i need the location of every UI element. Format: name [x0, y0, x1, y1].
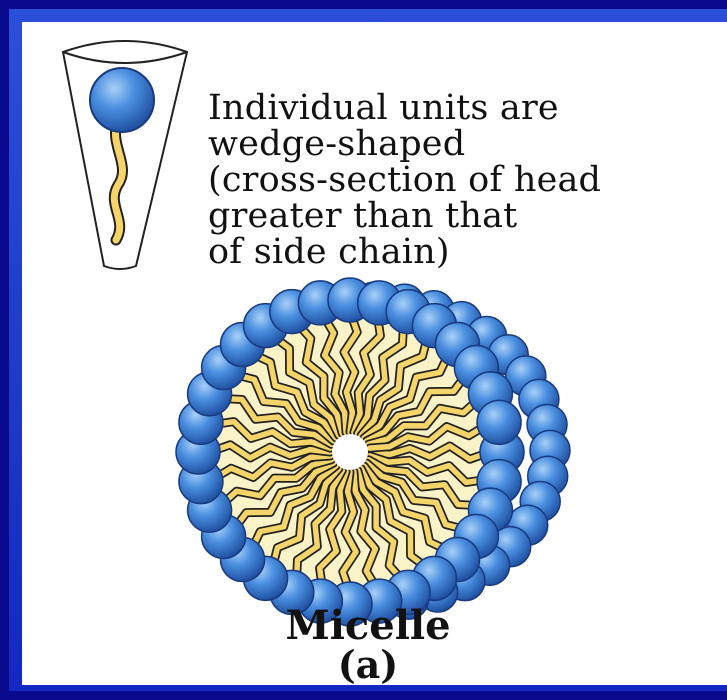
panel-label: (a) [238, 642, 498, 687]
polar-head-icon [90, 68, 154, 132]
micelle-icon [176, 278, 570, 626]
micelle-center [332, 434, 368, 470]
wedge-unit-icon [63, 41, 187, 269]
wedge-description: Individual units are wedge-shaped (cross… [208, 90, 727, 270]
polar-head-icon [477, 400, 521, 444]
